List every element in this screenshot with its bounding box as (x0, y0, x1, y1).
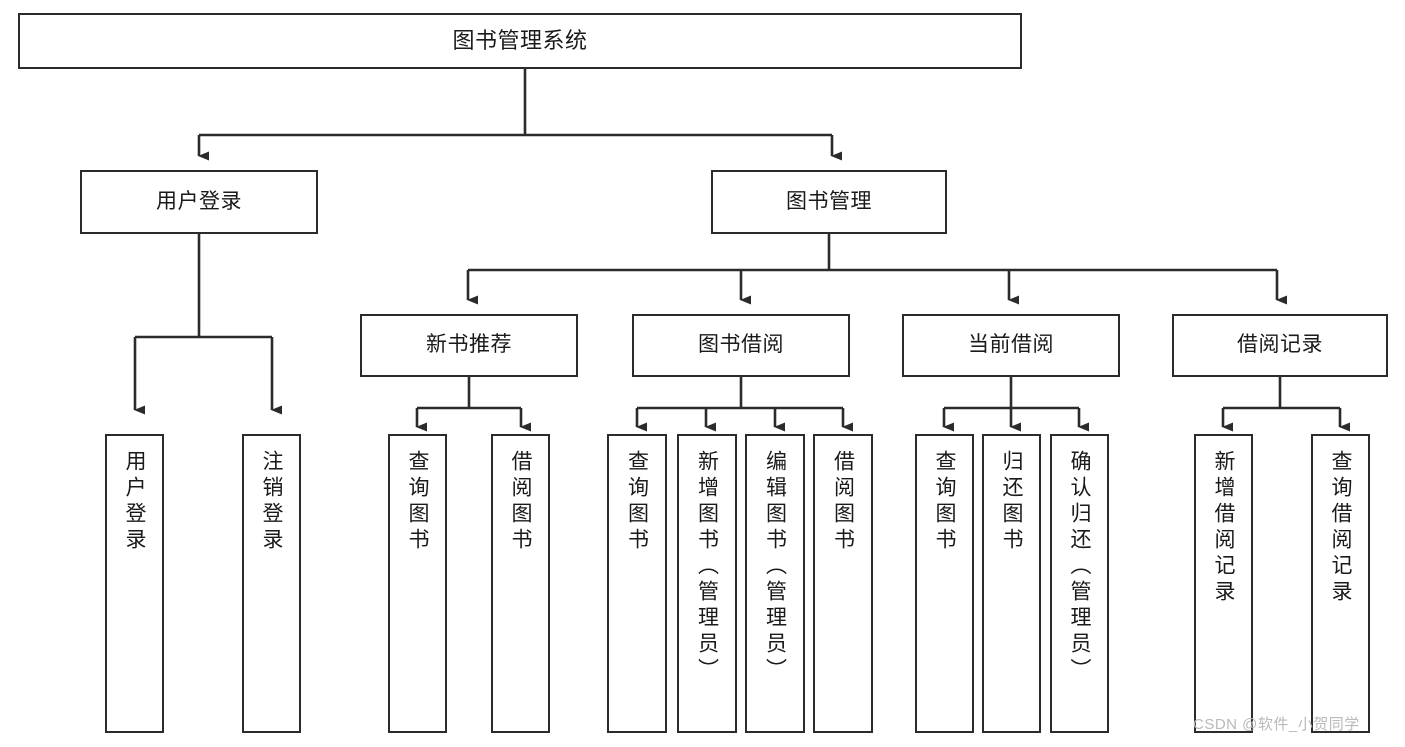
node-label: 借阅图书 (509, 450, 532, 554)
leaf-borrow-add-book-admin[interactable]: 新增图书（管理员） (677, 434, 737, 733)
node-root-system[interactable]: 图书管理系统 (18, 13, 1022, 69)
leaf-current-query-book[interactable]: 查询图书 (915, 434, 974, 733)
csdn-watermark: CSDN @软件_小贺同学 (1193, 716, 1360, 733)
node-label: 新书推荐 (426, 333, 512, 357)
node-book-management[interactable]: 图书管理 (711, 170, 947, 234)
leaf-logout[interactable]: 注销登录 (242, 434, 301, 733)
node-label: 查询借阅记录 (1329, 450, 1352, 606)
node-new-book-recommend[interactable]: 新书推荐 (360, 314, 578, 377)
node-label: 查询图书 (933, 450, 956, 554)
node-label: 新增图书（管理员） (695, 450, 719, 684)
node-label: 新增借阅记录 (1212, 450, 1235, 606)
leaf-record-query[interactable]: 查询借阅记录 (1311, 434, 1370, 733)
node-label: 确认归还（管理员） (1068, 450, 1091, 684)
leaf-current-return-book[interactable]: 归还图书 (982, 434, 1041, 733)
leaf-borrow-query-book[interactable]: 查询图书 (607, 434, 667, 733)
node-label: 归还图书 (1000, 450, 1023, 554)
node-book-borrow[interactable]: 图书借阅 (632, 314, 850, 377)
node-label: 查询图书 (406, 450, 429, 554)
leaf-new-book-query[interactable]: 查询图书 (388, 434, 447, 733)
leaf-record-add[interactable]: 新增借阅记录 (1194, 434, 1253, 733)
node-label: 注销登录 (260, 450, 283, 554)
node-user-login[interactable]: 用户登录 (80, 170, 318, 234)
node-label: 当前借阅 (968, 333, 1054, 357)
leaf-current-confirm-return-admin[interactable]: 确认归还（管理员） (1050, 434, 1109, 733)
node-borrow-record[interactable]: 借阅记录 (1172, 314, 1388, 377)
node-label: 借阅图书 (831, 450, 855, 554)
leaf-borrow-borrow-book[interactable]: 借阅图书 (813, 434, 873, 733)
leaf-user-login[interactable]: 用户登录 (105, 434, 164, 733)
node-current-borrow[interactable]: 当前借阅 (902, 314, 1120, 377)
node-label: 借阅记录 (1237, 333, 1323, 357)
node-label: 编辑图书（管理员） (763, 450, 787, 684)
leaf-borrow-edit-book-admin[interactable]: 编辑图书（管理员） (745, 434, 805, 733)
node-label: 用户登录 (123, 450, 146, 554)
node-label: 查询图书 (625, 450, 649, 554)
node-label: 图书管理 (786, 189, 872, 213)
node-label: 图书管理系统 (452, 28, 588, 54)
node-label: 用户登录 (156, 189, 242, 213)
node-label: 图书借阅 (698, 333, 784, 357)
leaf-new-book-borrow[interactable]: 借阅图书 (491, 434, 550, 733)
